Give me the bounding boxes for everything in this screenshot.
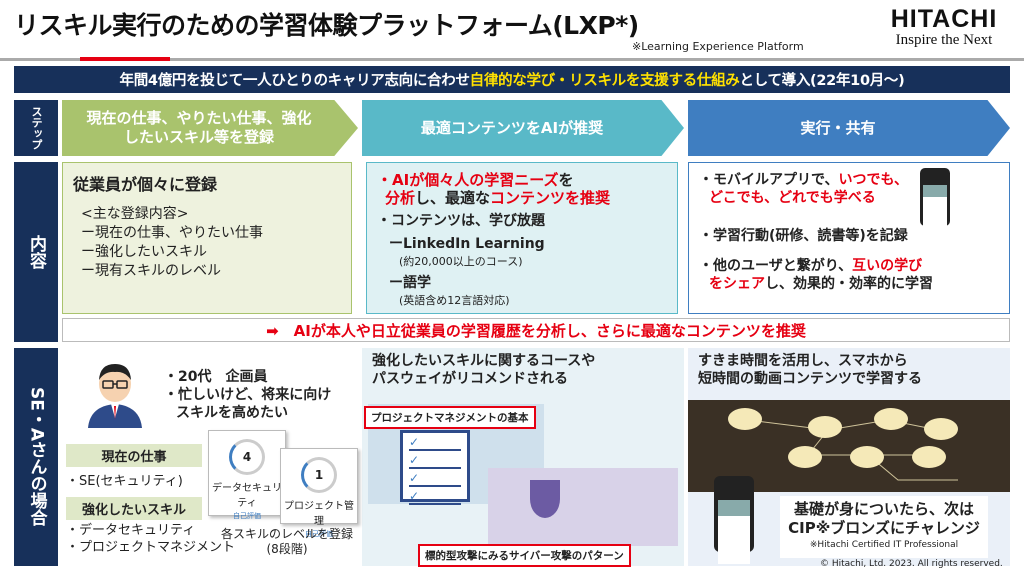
smartphone-icon: [920, 168, 950, 233]
current-job-label: 現在の仕事: [66, 444, 202, 467]
unlimited-text: ・コンテンツは、学び放題: [377, 213, 545, 229]
enhance-skill-values: ・データセキュリティ ・プロジェクトマネジメント: [66, 523, 236, 555]
persona-avatar-icon: [88, 364, 142, 428]
banner-text-3: として導入(22年10月～): [739, 73, 905, 89]
row-label-content: 内容: [14, 162, 58, 342]
header-accent: [80, 57, 170, 61]
skill-level-ring: 4: [229, 439, 265, 475]
course-thumbnail-cyber: [488, 468, 678, 546]
smartphone-icon: [714, 476, 754, 564]
cip-callout: 基礎が身についたら、次は CIP※ブロンズにチャレンジ ※Hitachi Cer…: [780, 496, 988, 558]
course-label-cyber: 標的型攻撃にみるサイバー攻撃のパターン: [418, 544, 631, 567]
persona-profile: ・20代 企画員 ・忙しいけど、将来に向け スキルを高めたい: [164, 369, 332, 421]
step-arrow-execute-share: 実行・共有: [688, 100, 1010, 156]
step-arrow-ai-recommend: 最適コンテンツをAIが推奨: [362, 100, 684, 156]
content-box-execute: ・モバイルアプリで、いつでも、 どこでも、どれでも学べる ・学習行動(研修、読書…: [688, 162, 1010, 314]
connect-text: ・他のユーザと繋がり、互いの学び をシェアし、効果的・効率的に学習: [699, 258, 933, 292]
skill-card-project-management: 1 プロジェクト管理 自己評価: [280, 448, 358, 538]
skill-level-ring: 1: [301, 457, 337, 493]
ai-analysis-text: ・AIが個々人の学習ニーズを 分析し、最適なコンテンツを推奨: [377, 171, 611, 207]
mobile-learning-text: すきま時間を活用し、スマホから 短時間の動画コンテンツで学習する: [698, 353, 922, 387]
step-arrow-register: 現在の仕事、やりたい仕事、強化したいスキル等を登録: [62, 100, 358, 156]
checklist-icon: [400, 430, 470, 505]
brand-slogan: Inspire the Next: [895, 32, 993, 48]
ai-analysis-strip: ➡ AIが本人や日立従業員の学習履歴を分析し、さらに最適なコンテンツを推奨: [62, 318, 1010, 342]
linkedin-item: ーLinkedIn Learning (約20,000以上のコース): [389, 236, 545, 268]
current-job-value: ・SE(セキュリティ): [66, 474, 183, 489]
skill-level-note: 各スキルのレベルを登録 (8段階): [220, 527, 353, 556]
hitachi-logo: HITACHI Inspire the Next: [874, 6, 1014, 48]
header-divider: [0, 58, 1024, 61]
brand-name: HITACHI: [890, 5, 998, 33]
content1-title: 従業員が個々に登録: [73, 175, 218, 194]
record-text: ・学習行動(研修、読書等)を記録: [699, 228, 908, 244]
language-item: ー語学 (英語含め12言語対応): [389, 275, 510, 307]
content-box-ai: ・AIが個々人の学習ニーズを 分析し、最適なコンテンツを推奨 ・コンテンツは、学…: [366, 162, 678, 314]
page-title: リスキル実行のための学習体験プラットフォーム(LXP*): [14, 11, 639, 40]
summary-banner: 年間4億円を投じて一人ひとりのキャリア志向に合わせ 自律的な学び・リスキルを支援…: [14, 66, 1010, 93]
row-label-se: SE・Aさんの場合: [14, 348, 58, 566]
content-box-register: 従業員が個々に登録 <主な登録内容> ー現在の仕事、やりたい仕事 ー強化したいス…: [62, 162, 352, 314]
enhance-skill-label: 強化したいスキル: [66, 497, 202, 520]
skill-card-data-security: 4 データセキュリティ 自己評価: [208, 430, 286, 520]
banner-highlight: 自律的な学び・リスキルを支援する仕組み: [469, 73, 740, 89]
recommend-text: 強化したいスキルに関するコースや パスウェイがリコメンドされる: [372, 353, 596, 387]
list-header: <主な登録内容>: [81, 206, 189, 222]
mobile-app-text: ・モバイルアプリで、いつでも、 どこでも、どれでも学べる: [699, 172, 909, 206]
copyright: © Hitachi, Ltd. 2023. All rights reserve…: [820, 559, 1003, 569]
shield-icon: [530, 480, 560, 518]
list-item: ー現在の仕事、やりたい仕事: [81, 225, 263, 241]
list-item: ー強化したいスキル: [81, 244, 207, 260]
course-label-pm: プロジェクトマネジメントの基本: [364, 406, 536, 429]
banner-text-1: 年間4億円を投じて一人ひとりのキャリア志向に合わせ: [119, 73, 470, 89]
row-label-step: ステップ: [14, 100, 58, 156]
list-item: ー現有スキルのレベル: [81, 263, 221, 279]
title-footnote: ※Learning Experience Platform: [632, 40, 804, 53]
registration-list: <主な登録内容> ー現在の仕事、やりたい仕事 ー強化したいスキル ー現有スキルの…: [73, 205, 341, 281]
